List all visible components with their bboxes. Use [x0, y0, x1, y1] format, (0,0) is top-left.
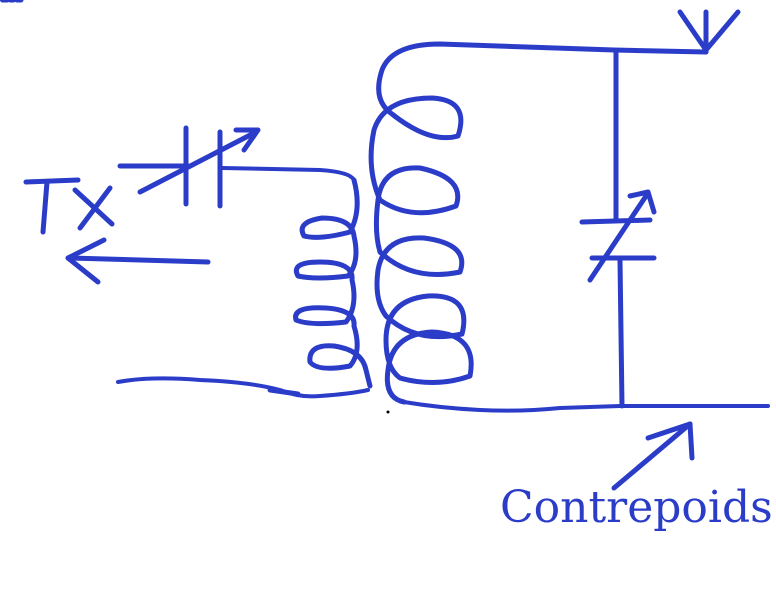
primary-coil	[293, 177, 373, 389]
secondary-coil	[368, 41, 617, 405]
secondary-bottom-wire	[402, 400, 770, 413]
primary-bottom-wire	[116, 376, 370, 399]
counterpoise-arrow	[611, 421, 695, 491]
counterpoise-label: Contrepoids	[500, 482, 773, 533]
antenna-icon	[611, 9, 741, 55]
tx-arrow	[65, 237, 211, 285]
primary-bottom-wire-mark	[267, 387, 301, 397]
tx-label: TX	[0, 0, 115, 235]
series-variable-capacitor	[117, 125, 261, 209]
tuning-variable-capacitor	[579, 49, 657, 409]
ink-dot	[386, 410, 390, 414]
primary-top-wire	[220, 166, 356, 182]
tx-label-text: TX	[0, 0, 22, 4]
